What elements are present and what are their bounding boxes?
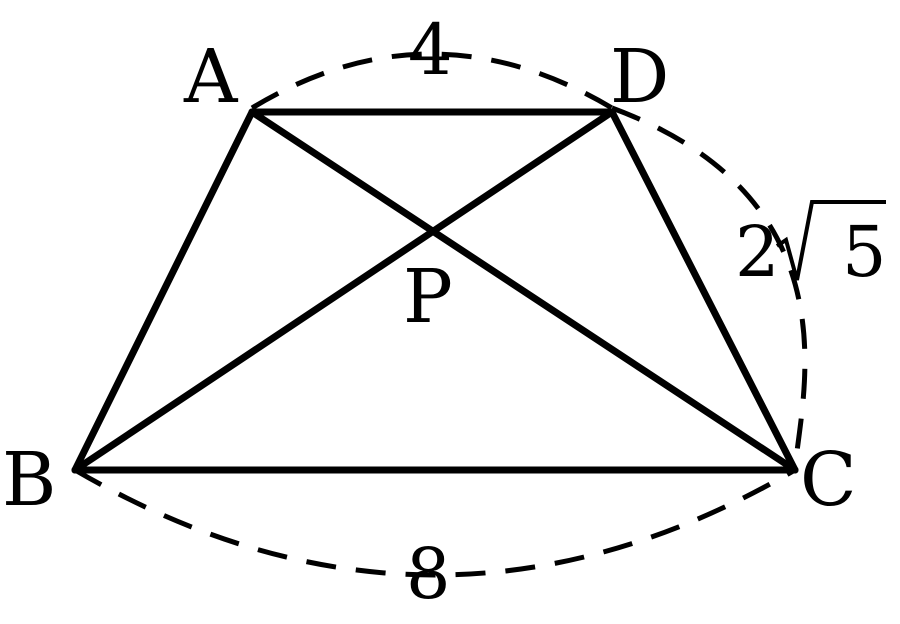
arc-dc [611,105,808,471]
label-a: A [183,34,239,120]
arc-ad [250,51,614,111]
length-bc: 8 [406,533,451,615]
length-dc-coefficient: 2 [735,211,780,293]
label-p: P [403,254,453,340]
label-b: B [2,437,56,523]
side-ab [71,108,256,474]
length-ad: 4 [408,9,453,91]
diagonal-ac [248,108,799,474]
diagonal-bd [71,108,616,474]
arc-bc [73,467,797,578]
side-dc [608,108,799,474]
sqrt-sign [775,200,886,281]
length-dc: 2 5 [735,200,887,293]
label-d: D [610,34,669,120]
label-c: C [800,437,857,523]
length-dc-radicand: 5 [842,211,887,293]
